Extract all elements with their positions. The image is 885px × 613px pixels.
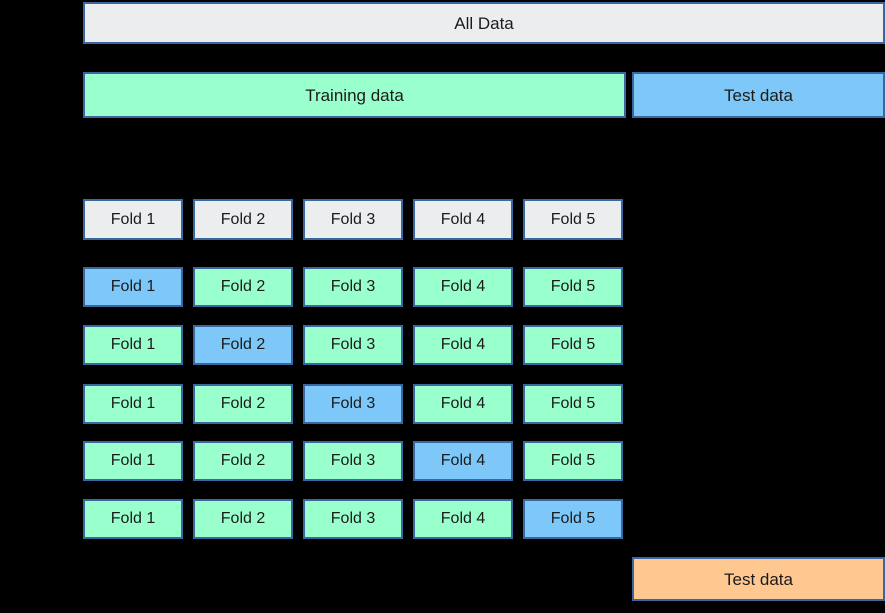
train-fold-cell: Fold 4 — [413, 499, 513, 539]
train-fold-cell: Fold 5 — [523, 267, 623, 307]
training-data-box: Training data — [83, 72, 626, 118]
train-fold-cell: Fold 5 — [523, 325, 623, 365]
validation-fold-cell: Fold 1 — [83, 267, 183, 307]
train-fold-cell: Fold 1 — [83, 441, 183, 481]
train-fold-cell: Fold 3 — [303, 267, 403, 307]
train-fold-cell: Fold 4 — [413, 384, 513, 424]
train-fold-cell: Fold 3 — [303, 441, 403, 481]
fold-header-cell: Fold 5 — [523, 199, 623, 240]
train-fold-cell: Fold 2 — [193, 384, 293, 424]
all-data-box: All Data — [83, 2, 885, 44]
train-fold-cell: Fold 4 — [413, 267, 513, 307]
train-fold-cell: Fold 3 — [303, 325, 403, 365]
validation-fold-cell: Fold 5 — [523, 499, 623, 539]
fold-header-cell: Fold 3 — [303, 199, 403, 240]
train-fold-cell: Fold 2 — [193, 441, 293, 481]
validation-fold-cell: Fold 4 — [413, 441, 513, 481]
train-fold-cell: Fold 4 — [413, 325, 513, 365]
validation-fold-cell: Fold 3 — [303, 384, 403, 424]
train-fold-cell: Fold 1 — [83, 384, 183, 424]
train-fold-cell: Fold 3 — [303, 499, 403, 539]
final-test-data-box: Test data — [632, 557, 885, 601]
fold-header-cell: Fold 2 — [193, 199, 293, 240]
train-fold-cell: Fold 1 — [83, 499, 183, 539]
train-fold-cell: Fold 5 — [523, 441, 623, 481]
fold-header-cell: Fold 1 — [83, 199, 183, 240]
fold-header-cell: Fold 4 — [413, 199, 513, 240]
test-data-box: Test data — [632, 72, 885, 118]
train-fold-cell: Fold 2 — [193, 499, 293, 539]
train-fold-cell: Fold 5 — [523, 384, 623, 424]
train-fold-cell: Fold 2 — [193, 267, 293, 307]
train-fold-cell: Fold 1 — [83, 325, 183, 365]
validation-fold-cell: Fold 2 — [193, 325, 293, 365]
